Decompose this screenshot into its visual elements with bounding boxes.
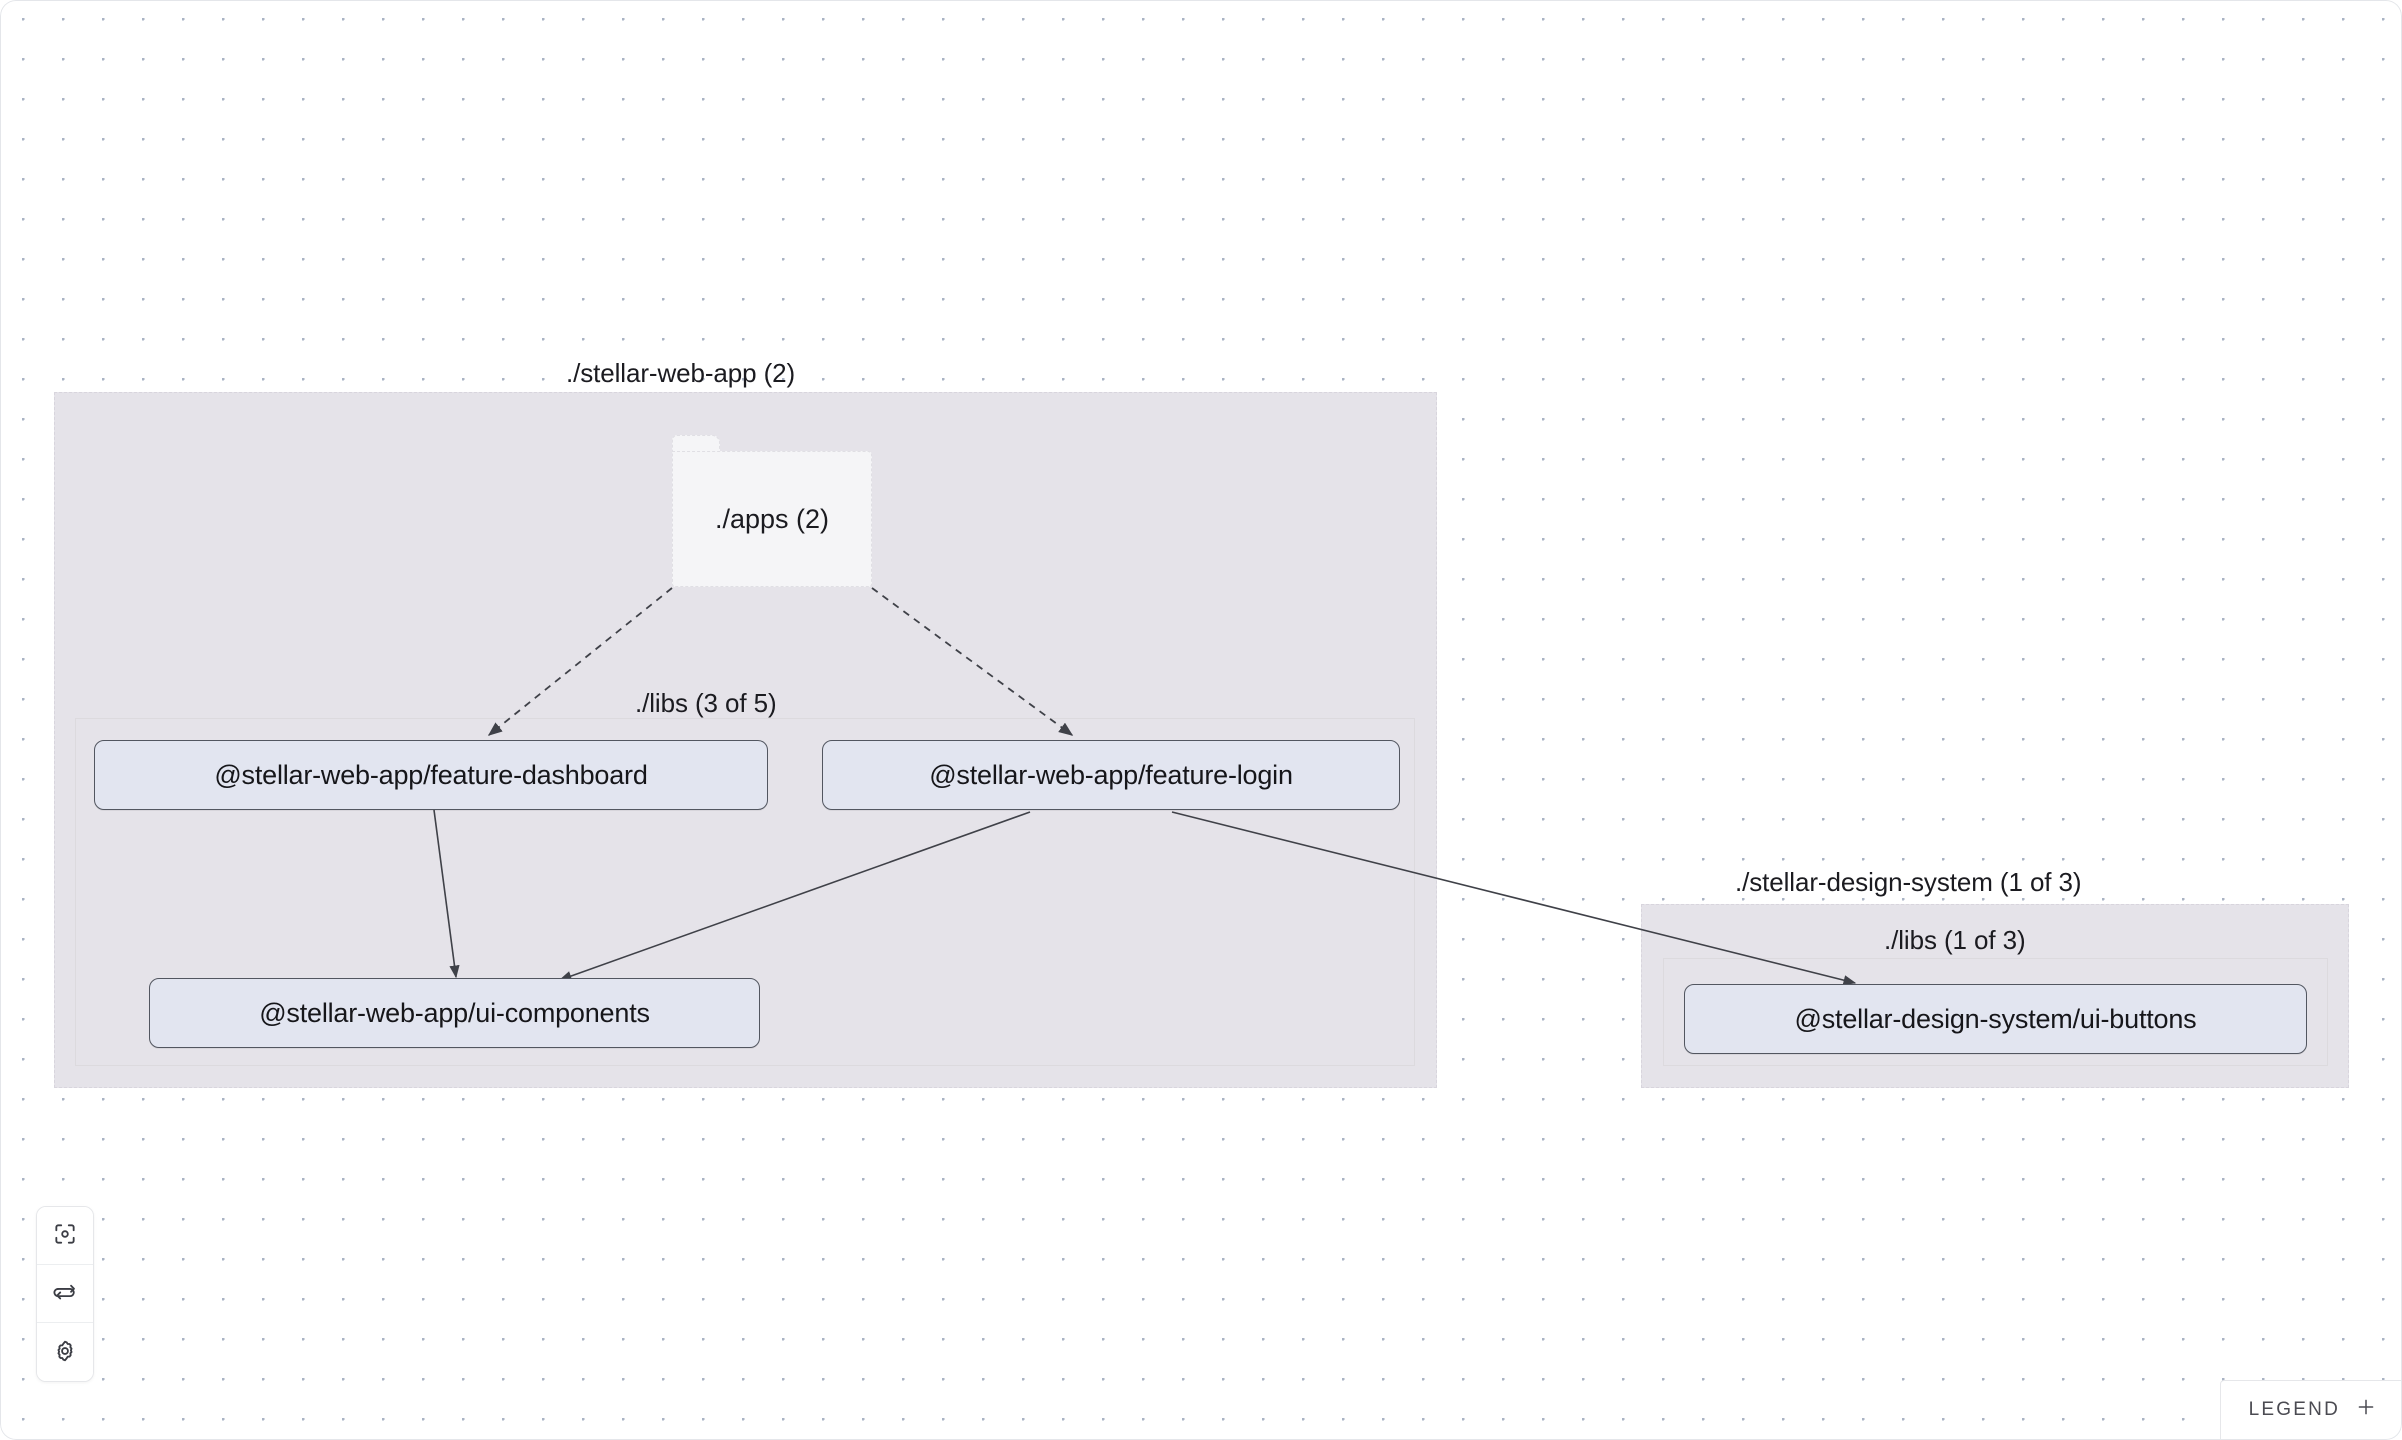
project-title-stellar-design-system: ./stellar-design-system (1 of 3)	[1735, 867, 2082, 897]
folder-body: ./apps (2)	[672, 451, 872, 587]
settings-button[interactable]	[37, 1323, 93, 1381]
library-node-feature-login[interactable]: @stellar-web-app/feature-login	[822, 740, 1400, 810]
legend-label: LEGEND	[2248, 1398, 2340, 1420]
library-node-label: @stellar-web-app/ui-components	[259, 997, 650, 1028]
refresh-button[interactable]	[37, 1265, 93, 1323]
project-title-stellar-web-app: ./stellar-web-app (2)	[566, 358, 796, 388]
refresh-icon	[52, 1279, 78, 1308]
canvas-tool-rail[interactable]	[36, 1206, 94, 1382]
gear-icon	[52, 1338, 78, 1367]
folder-node-label: ./apps (2)	[714, 503, 830, 534]
group-title-libs-web-app: ./libs (3 of 5)	[635, 688, 777, 718]
library-node-ui-components[interactable]: @stellar-web-app/ui-components	[149, 978, 760, 1048]
library-node-feature-dashboard[interactable]: @stellar-web-app/feature-dashboard	[94, 740, 768, 810]
library-node-label: @stellar-design-system/ui-buttons	[1794, 1003, 2197, 1034]
group-container-libs-design-system[interactable]	[1663, 958, 2328, 1066]
focus-graph-button[interactable]	[37, 1207, 93, 1265]
library-node-ui-buttons[interactable]: @stellar-design-system/ui-buttons	[1684, 984, 2307, 1054]
legend-toggle[interactable]: LEGEND	[2219, 1380, 2402, 1440]
library-node-label: @stellar-web-app/feature-login	[929, 759, 1293, 790]
folder-node-apps[interactable]: ./apps (2)	[672, 435, 872, 587]
folder-tab	[672, 435, 720, 453]
group-title-libs-design-system: ./libs (1 of 3)	[1884, 925, 2026, 955]
plus-icon	[2356, 1397, 2376, 1422]
library-node-label: @stellar-web-app/feature-dashboard	[214, 759, 648, 790]
focus-target-icon	[52, 1221, 78, 1250]
